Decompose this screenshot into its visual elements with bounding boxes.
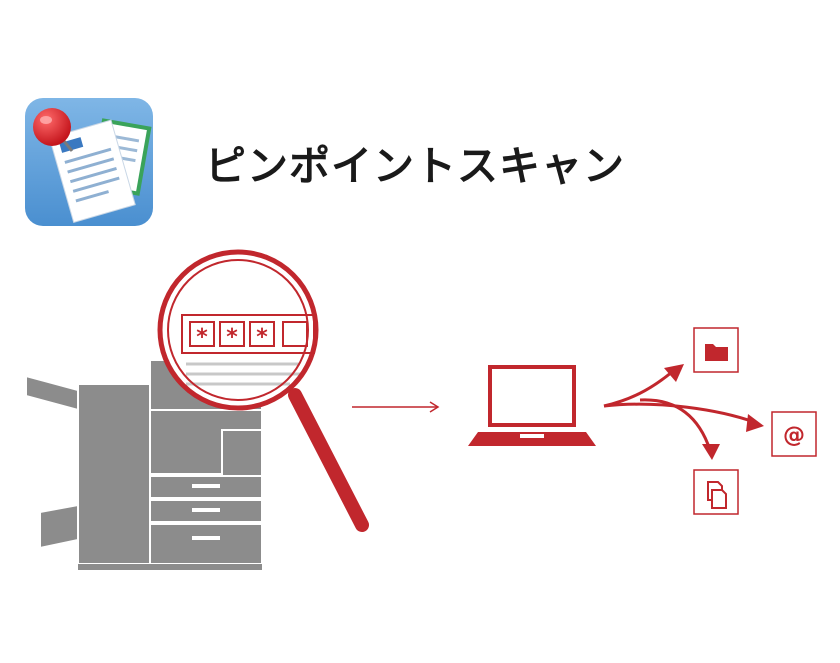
email-glyph: @ — [783, 423, 805, 448]
pin-document-icon — [25, 98, 153, 226]
masked-char-2: * — [226, 325, 238, 350]
masked-char-1: * — [196, 325, 208, 350]
app-title: ピンポイントスキャン — [205, 142, 625, 190]
masked-char-3: * — [256, 325, 268, 350]
